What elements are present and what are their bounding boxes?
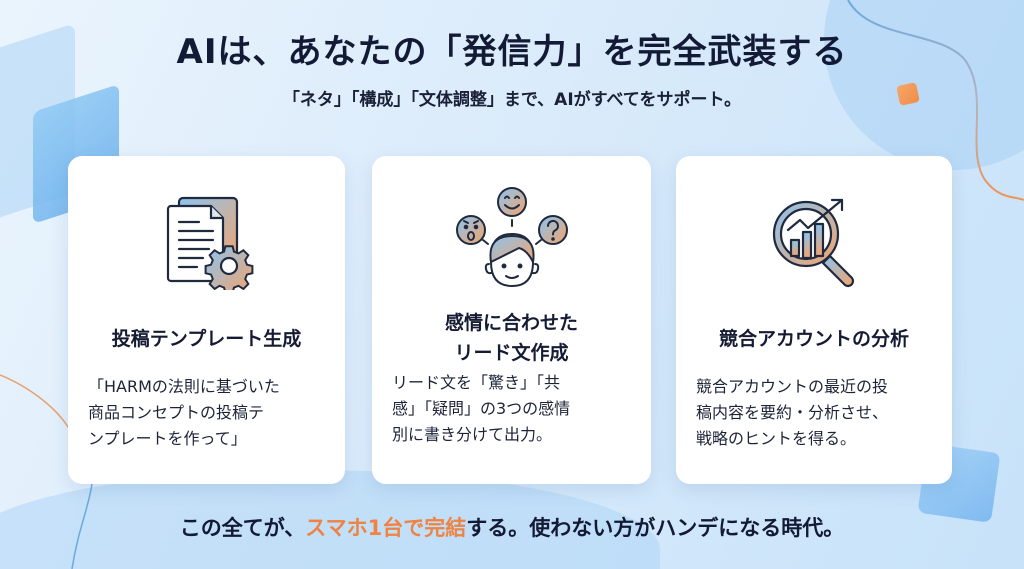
header: AIは、あなたの「発信力」を完全武装する 「ネタ」「構成」「文体調整」まで、AI…: [0, 30, 1024, 112]
feature-card-template: 投稿テンプレート生成 「HARMの法則に基づいた 商品コンセプトの投稿テ ンプレ…: [68, 156, 345, 484]
document-gear-icon: [166, 196, 253, 290]
feature-card-competitor-analysis: 競合アカウントの分析 競合アカウントの最近の投 稿内容を要約・分析させ、 戦略の…: [676, 156, 952, 484]
card-title: 競合アカウントの分析: [718, 328, 909, 350]
card-title: 投稿テンプレート生成: [111, 328, 302, 350]
emotion-face-icon: [455, 187, 568, 288]
footer-highlight: スマホ1台で完結: [305, 516, 467, 540]
footer-tagline: この全てが、スマホ1台で完結する。使わない方がハンデになる時代。: [0, 513, 1024, 543]
card-title-line-2: リード文作成: [454, 342, 569, 364]
card-description: 競合アカウントの最近の投 稿内容を要約・分析させ、 戦略のヒントを得る。: [696, 377, 889, 448]
card-title-line-1: 感情に合わせた: [444, 312, 578, 334]
footer-prefix: この全てが、: [179, 516, 306, 540]
page-subtitle: 「ネタ」「構成」「文体調整」まで、AIがすべてをサポート。: [282, 90, 742, 110]
card-description: リード文を「驚き」「共 感」「疑問」の3つの感情 別に書き分けて出力。: [392, 373, 571, 444]
footer-suffix: する。使わない方がハンデになる時代。: [466, 516, 845, 540]
page-title: AIは、あなたの「発信力」を完全武装する: [176, 32, 848, 72]
magnifier-chart-icon: [772, 198, 855, 288]
feature-card-lead-text: 感情に合わせた リード文作成 リード文を「驚き」「共 感」「疑問」の3つの感情 …: [372, 156, 651, 484]
card-description: 「HARMの法則に基づいた 商品コンセプトの投稿テ ンプレートを作って」: [88, 377, 280, 448]
card-title: 感情に合わせた リード文作成: [372, 308, 651, 368]
